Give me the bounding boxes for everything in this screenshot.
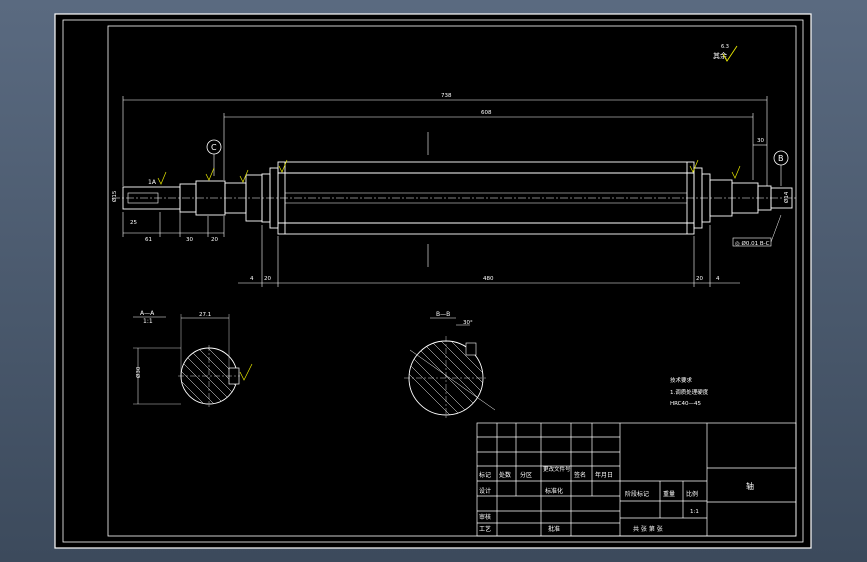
- section-b-b: B—B 30°: [404, 311, 496, 420]
- title-block: [476, 422, 797, 537]
- svg-text:批准: 批准: [548, 525, 560, 533]
- dim-gap-left: 4: [250, 276, 254, 282]
- svg-text:6.3: 6.3: [721, 44, 729, 50]
- outer-frame: [62, 19, 804, 543]
- svg-text:1:1: 1:1: [690, 509, 699, 515]
- part-name: 轴: [746, 481, 754, 491]
- title-block-text: 标记 处数 分区 更改文件号 签名 年月日 设计 标准化 阶段标记 重量 比例 …: [479, 465, 754, 533]
- roughness-mark: 其余 6.3: [713, 44, 738, 62]
- svg-text:27.1: 27.1: [199, 312, 211, 318]
- svg-text:Ø30: Ø30: [135, 366, 142, 378]
- inner-frame: [107, 25, 797, 537]
- datum-b: B: [773, 150, 789, 186]
- svg-text:阶段标记: 阶段标记: [625, 490, 649, 498]
- svg-text:签名: 签名: [574, 471, 586, 479]
- svg-text:比例: 比例: [686, 490, 698, 498]
- svg-text:重量: 重量: [663, 490, 675, 498]
- dim-30: 30: [186, 237, 193, 243]
- dim-step-left: 20: [264, 276, 271, 282]
- roughness-symbols: [157, 159, 741, 185]
- notes-line1: 1.调质处理硬度: [670, 388, 709, 396]
- svg-text:分区: 分区: [520, 471, 532, 479]
- svg-text:年月日: 年月日: [595, 471, 613, 479]
- svg-text:其余: 其余: [713, 51, 727, 60]
- dimension-lines: [122, 96, 768, 287]
- section-a-mark: 1A: [148, 179, 157, 186]
- svg-text:工艺: 工艺: [479, 525, 491, 533]
- dim-25: 25: [130, 220, 137, 226]
- svg-text:更改文件号: 更改文件号: [543, 465, 571, 473]
- sheet-border: [54, 13, 812, 549]
- dim-left-dia: Ø15: [111, 190, 118, 202]
- svg-text:30°: 30°: [463, 320, 473, 326]
- notes-title: 技术要求: [670, 376, 693, 384]
- svg-text:1:1: 1:1: [143, 318, 153, 325]
- dim-right-dia: Ø14: [783, 191, 790, 203]
- section-a-a: A—A 1:1 27.1 Ø30: [133, 310, 253, 407]
- svg-text:C: C: [211, 143, 217, 152]
- dim-20: 20: [211, 237, 218, 243]
- datum-c: C: [206, 139, 222, 176]
- svg-text:B: B: [778, 154, 784, 163]
- dim-inner: 480: [483, 276, 494, 282]
- dimension-texts: 738 608 30 480 20 20 4 4 25 61 30 20 Ø15…: [111, 93, 790, 282]
- svg-text:审核: 审核: [479, 513, 491, 521]
- svg-text:共 张 第 张: 共 张 第 张: [633, 525, 663, 533]
- svg-text:◎ Ø0.01 B-C: ◎ Ø0.01 B-C: [735, 240, 770, 247]
- svg-text:处数: 处数: [499, 471, 511, 479]
- technical-notes: 技术要求 1.调质处理硬度 HRC40—45: [670, 376, 709, 407]
- dim-gap-right: 4: [716, 276, 720, 282]
- shaft-main-view: [112, 161, 798, 235]
- dim-step-right: 20: [696, 276, 703, 282]
- tolerance-frame: ◎ Ø0.01 B-C: [732, 214, 782, 247]
- dim-61: 61: [145, 237, 152, 243]
- svg-text:标准化: 标准化: [545, 487, 563, 495]
- svg-text:B—B: B—B: [436, 311, 450, 318]
- svg-text:A—A: A—A: [140, 310, 155, 317]
- dim-midspan: 608: [481, 110, 492, 116]
- svg-text:标记: 标记: [479, 471, 491, 479]
- notes-line2: HRC40—45: [670, 401, 702, 407]
- dim-right-end: 30: [757, 138, 764, 144]
- dim-overall: 738: [441, 93, 452, 99]
- svg-text:设计: 设计: [479, 487, 491, 495]
